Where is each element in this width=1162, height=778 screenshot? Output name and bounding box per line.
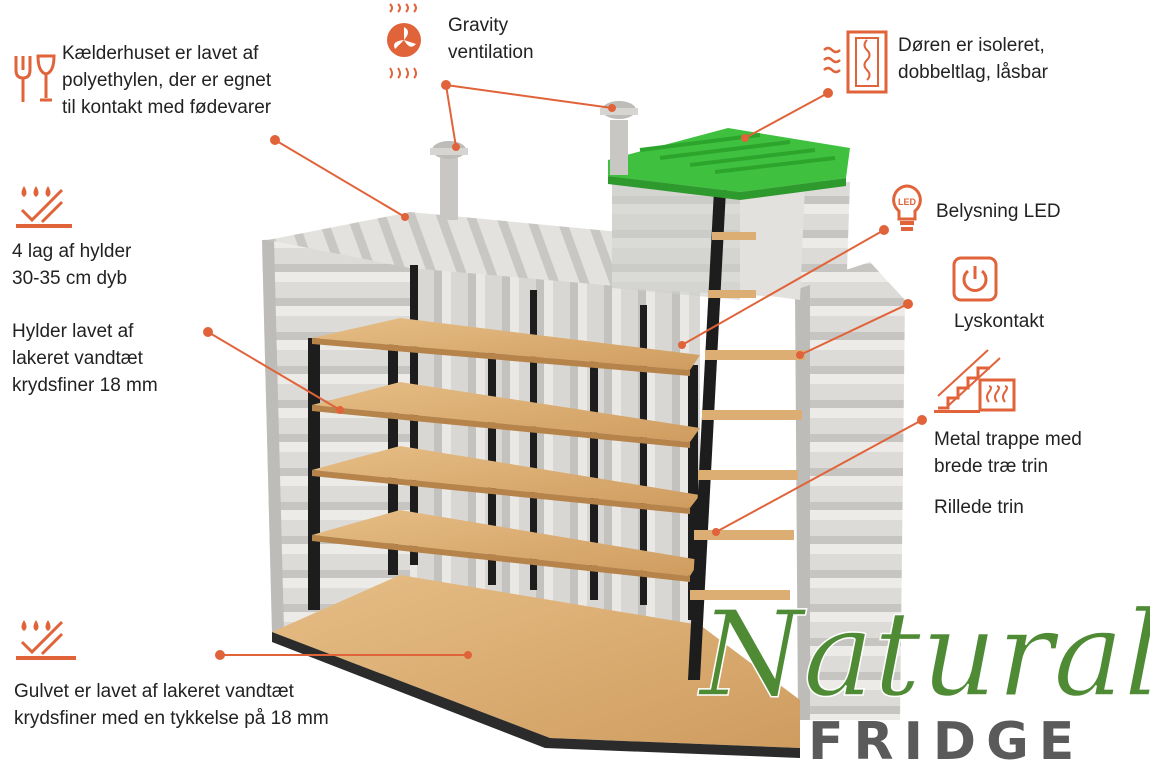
roof bbox=[268, 212, 620, 286]
label-line: krydsfiner med en tykkelse på 18 mm bbox=[14, 708, 329, 729]
label-line: Gulvet er lavet af lakeret vandtæt bbox=[14, 681, 294, 702]
left-wall bbox=[262, 225, 410, 632]
label-line: Rillede trin bbox=[934, 497, 1024, 518]
label-line: Kælderhuset er lavet af bbox=[62, 43, 259, 64]
label-shelves-material: Hylder lavet af lakeret vandtæt krydsfin… bbox=[12, 318, 158, 399]
floor bbox=[272, 575, 800, 748]
label-housing: Kælderhuset er lavet af polyethylen, der… bbox=[62, 40, 271, 121]
label-shelves-count: 4 lag af hylder 30-35 cm dyb bbox=[12, 238, 131, 292]
label-grooved: Rillede trin bbox=[934, 494, 1024, 521]
natural-fridge-logo: Natural FRIDGE bbox=[696, 584, 1150, 770]
label-line: Hylder lavet af bbox=[12, 321, 134, 342]
leader-lines bbox=[203, 80, 927, 660]
label-line: dobbeltlag, låsbar bbox=[898, 62, 1048, 83]
label-line: Døren er isoleret, bbox=[898, 35, 1045, 56]
fan-icon bbox=[387, 3, 421, 79]
label-stairs: Metal trappe med brede træ trin bbox=[934, 426, 1082, 480]
insulated-door-icon bbox=[823, 30, 888, 94]
brand-word: FRIDGE bbox=[808, 712, 1084, 770]
label-switch: Lyskontakt bbox=[954, 308, 1044, 335]
label-line: ventilation bbox=[448, 42, 534, 63]
label-line: polyethylen, der er egnet bbox=[62, 70, 272, 91]
label-line: 4 lag af hylder bbox=[12, 241, 132, 262]
label-line: Belysning LED bbox=[936, 201, 1061, 222]
svg-text:LED: LED bbox=[898, 197, 917, 207]
water-drops-icon bbox=[16, 620, 76, 660]
water-drops-icon bbox=[16, 186, 72, 228]
label-line: lakeret vandtæt bbox=[12, 348, 143, 369]
brand-script: Natural bbox=[697, 585, 1150, 723]
led-bulb-icon: LED bbox=[892, 184, 922, 231]
fork-glass-icon bbox=[14, 54, 56, 102]
label-ventilation: Gravity ventilation bbox=[448, 12, 534, 66]
label-line: Gravity bbox=[448, 15, 509, 36]
vent-pipes bbox=[430, 101, 638, 220]
stairs-heat-icon bbox=[934, 349, 1016, 413]
right-wall bbox=[800, 262, 905, 720]
label-led: Belysning LED bbox=[936, 198, 1061, 225]
label-line: krydsfiner 18 mm bbox=[12, 375, 158, 396]
label-line: Lyskontakt bbox=[954, 311, 1045, 332]
label-line: til kontakt med fødevarer bbox=[62, 97, 272, 118]
stairs bbox=[688, 190, 805, 680]
label-door: Døren er isoleret, dobbeltlag, låsbar bbox=[898, 32, 1048, 86]
label-floor: Gulvet er lavet af lakeret vandtæt kryds… bbox=[14, 678, 329, 732]
label-line: brede træ trin bbox=[934, 456, 1049, 477]
power-button-icon bbox=[952, 256, 998, 302]
label-line: Metal trappe med bbox=[934, 429, 1082, 450]
shelves bbox=[312, 318, 700, 582]
green-lid bbox=[608, 128, 850, 200]
label-line: 30-35 cm dyb bbox=[12, 268, 128, 289]
